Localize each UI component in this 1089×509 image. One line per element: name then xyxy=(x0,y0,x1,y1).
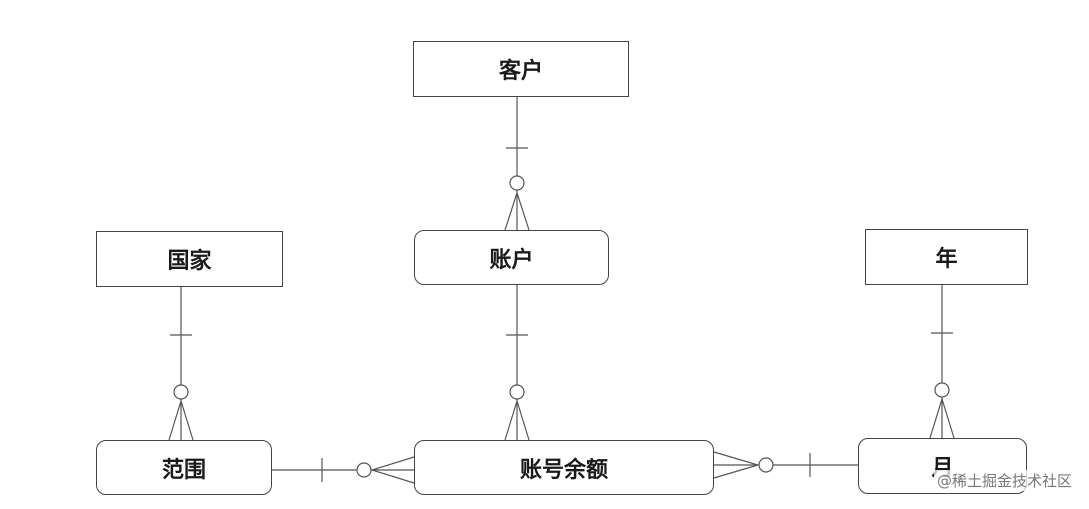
entity-year: 年 xyxy=(865,229,1028,285)
zero-mark xyxy=(173,384,189,400)
zero-mark xyxy=(758,457,774,473)
entity-region: 范围 xyxy=(96,440,272,495)
entity-country: 国家 xyxy=(96,231,283,287)
entity-customer-label: 客户 xyxy=(498,58,543,84)
entity-customer: 客户 xyxy=(413,41,629,97)
entity-region-label: 范围 xyxy=(161,456,206,483)
entity-country-label: 国家 xyxy=(167,248,212,274)
entity-account: 账户 xyxy=(414,230,609,285)
watermark: @稀土掘金技术社区 xyxy=(933,470,1075,491)
entity-account-balance: 账号余额 xyxy=(414,440,714,495)
entity-account-balance-label: 账号余额 xyxy=(519,456,608,483)
zero-mark xyxy=(509,384,525,400)
entity-year-label: 年 xyxy=(935,246,958,272)
zero-mark xyxy=(509,175,525,191)
zero-mark xyxy=(356,462,372,478)
zero-mark xyxy=(934,382,950,398)
entity-account-label: 账户 xyxy=(489,246,534,273)
